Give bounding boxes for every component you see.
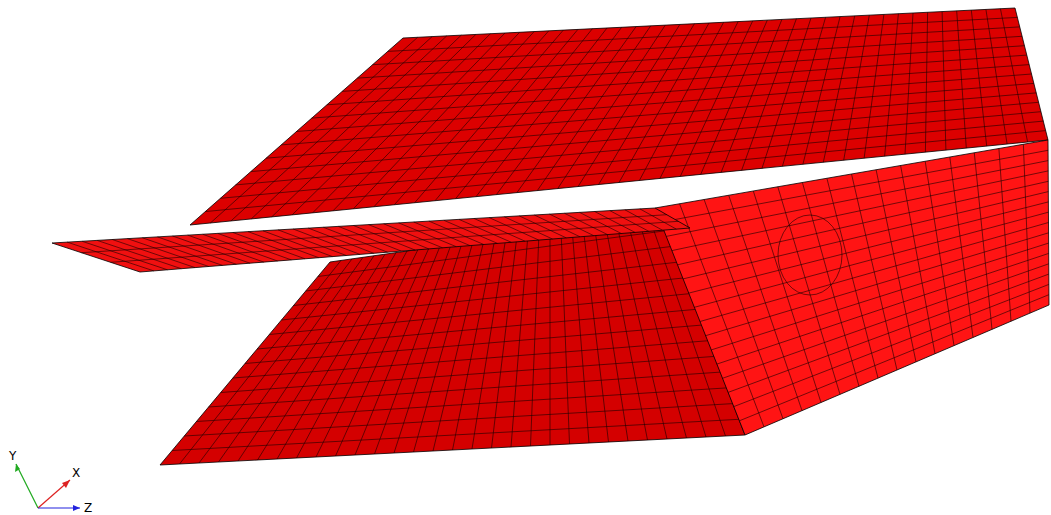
rolled-flange-grid xyxy=(67,209,678,271)
y-axis xyxy=(16,464,38,508)
side-wall-face xyxy=(655,140,1049,435)
x-axis xyxy=(38,480,70,508)
rolled-flange-face xyxy=(52,208,690,272)
axis-label: Y xyxy=(9,450,16,462)
side-wall-grid xyxy=(661,144,1049,427)
axis-triad xyxy=(15,464,80,511)
side-wall xyxy=(655,140,1049,435)
y-arrowhead xyxy=(15,464,20,472)
z-arrowhead xyxy=(73,505,80,511)
axis-label: X xyxy=(72,467,80,479)
axis-label: Z xyxy=(84,502,92,514)
finite-element-mesh xyxy=(52,8,1049,465)
dimple-feature xyxy=(778,215,842,295)
x-arrowhead xyxy=(62,480,70,488)
rolled-flange xyxy=(52,208,690,272)
